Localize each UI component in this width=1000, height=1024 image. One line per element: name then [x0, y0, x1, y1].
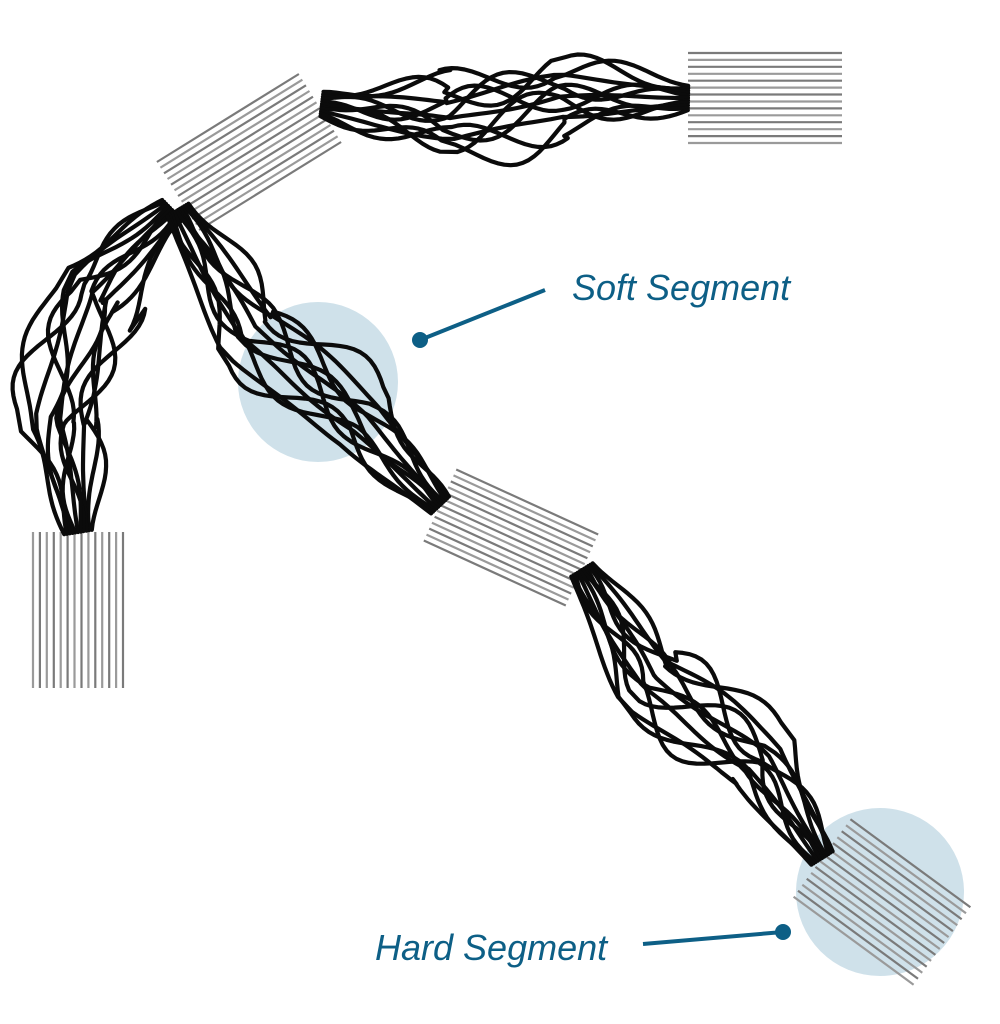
- hard-chain-line: [819, 860, 941, 950]
- hard-chain-line: [173, 101, 318, 192]
- hard-segment-pointer-line: [642, 930, 784, 946]
- soft-chain-strand: [80, 213, 180, 533]
- soft-chain-strand: [34, 201, 169, 536]
- soft-chain-strand: [569, 574, 814, 867]
- hard-segment-highlight: [796, 808, 964, 976]
- hard-segment-label: Hard Segment: [375, 927, 609, 968]
- soft-chain-strand: [58, 207, 175, 535]
- soft-segment-label: Soft Segment: [572, 267, 792, 308]
- hard-chain-line: [792, 895, 915, 986]
- soft-chain-left: [10, 197, 184, 537]
- hard-chain-line: [442, 498, 586, 566]
- soft-chain-lower: [569, 561, 835, 867]
- hard-segment-blocks: [31, 51, 972, 986]
- hard-chain-line: [426, 533, 569, 601]
- hard-block-left-vertical: [31, 532, 125, 688]
- hard-chain-line: [184, 118, 328, 209]
- hard-chain-line: [806, 877, 928, 968]
- soft-chain-strand: [19, 197, 165, 537]
- hard-chain-line: [180, 112, 325, 203]
- hard-chain-line: [170, 95, 314, 186]
- hard-segment-pointer-dot: [775, 924, 791, 940]
- hard-block-bottom-right: [792, 818, 972, 986]
- hard-chain-line: [814, 866, 937, 956]
- hard-chain-line: [423, 539, 567, 607]
- soft-chain-strand: [321, 52, 691, 108]
- hard-chain-line: [163, 84, 307, 175]
- soft-chain-strand: [320, 82, 691, 122]
- hard-chain-line: [841, 830, 963, 921]
- soft-chain-strand: [318, 103, 690, 150]
- hard-block-top-diagonal: [156, 73, 342, 231]
- hard-chain-line: [177, 107, 321, 197]
- hard-chain-line: [810, 872, 932, 962]
- soft-chain-strand: [86, 215, 182, 533]
- soft-chain-strand: [319, 103, 690, 141]
- soft-chain-strand: [10, 199, 167, 536]
- hard-chain-line: [801, 883, 923, 974]
- hard-chain-line: [156, 73, 300, 163]
- hard-chain-line: [431, 521, 575, 589]
- soft-chain-strand: [318, 106, 690, 168]
- hard-chain-line: [428, 527, 572, 595]
- soft-chain-strand: [45, 205, 173, 535]
- soft-chain-strand: [319, 90, 690, 155]
- hard-chain-line: [436, 509, 580, 577]
- hard-chain-line: [191, 129, 335, 220]
- hard-chain-line: [836, 836, 958, 927]
- soft-chain-strand: [586, 563, 831, 857]
- hard-block-middle: [423, 468, 599, 607]
- soft-segment-pointer-line: [419, 288, 546, 342]
- hard-chain-line: [832, 842, 954, 932]
- soft-chain-strand: [180, 205, 446, 504]
- soft-chain-strand: [165, 214, 434, 516]
- hard-chain-line: [198, 141, 342, 231]
- hard-chain-line: [455, 468, 599, 536]
- hard-block-top-right: [688, 51, 842, 145]
- soft-chain-strand: [579, 567, 825, 861]
- hard-chain-line: [444, 492, 588, 560]
- soft-segment-pointer-dot: [412, 332, 428, 348]
- soft-chain-top: [318, 52, 691, 168]
- soft-chain-strand: [167, 212, 435, 514]
- soft-chain-middle: [165, 201, 451, 516]
- hard-chain-line: [845, 824, 967, 915]
- hard-chain-line: [159, 78, 303, 169]
- hard-chain-line: [823, 854, 945, 944]
- hard-chain-line: [797, 889, 919, 980]
- hard-chain-line: [453, 474, 596, 542]
- hard-chain-line: [195, 135, 339, 226]
- soft-segment-chains: [10, 52, 835, 867]
- hard-chain-line: [187, 124, 332, 214]
- hard-chain-line: [450, 480, 594, 548]
- hard-chain-line: [166, 90, 311, 180]
- hard-chain-line: [827, 848, 950, 938]
- hard-chain-line: [439, 503, 583, 572]
- hard-chain-line: [849, 818, 972, 909]
- soft-chain-strand: [78, 217, 184, 532]
- soft-chain-strand: [573, 571, 818, 865]
- hard-chain-line: [434, 515, 578, 583]
- hard-chain-line: [447, 486, 591, 554]
